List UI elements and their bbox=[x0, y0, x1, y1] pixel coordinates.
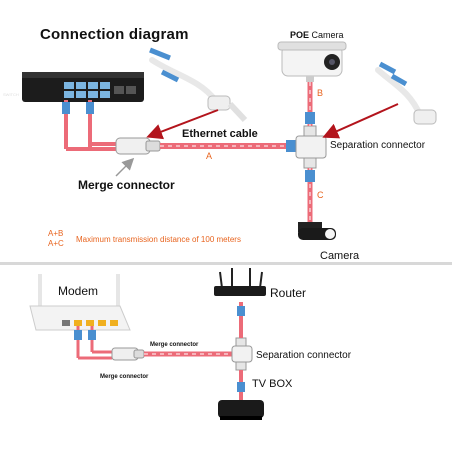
cable-c bbox=[305, 168, 315, 222]
panel-divider bbox=[0, 262, 452, 265]
switch-cables bbox=[62, 100, 118, 151]
separation-connector-bottom-label: Separation connector bbox=[256, 350, 352, 361]
router-image bbox=[214, 268, 266, 296]
router-label: Router bbox=[270, 286, 307, 300]
merge-connector-bottom-label-1: Merge connector bbox=[150, 342, 199, 348]
camera-bottom-label: Camera bbox=[320, 250, 360, 262]
top-diagram-panel: Connection diagram POE Camera SWITCH Eth… bbox=[3, 26, 437, 262]
modem-label: Modem bbox=[58, 284, 99, 298]
ethernet-cable-label: Ethernet cable bbox=[182, 128, 258, 140]
cable-b bbox=[305, 78, 315, 126]
poe-switch bbox=[22, 72, 144, 102]
separation-connector-top bbox=[295, 125, 327, 169]
bottom-diagram-panel: Modem Router Merge connector Merge conne… bbox=[0, 266, 452, 452]
merge-connector-top bbox=[115, 137, 161, 155]
segment-a-label: A bbox=[206, 151, 213, 161]
diagram-title: Connection diagram bbox=[40, 26, 189, 43]
splitter-cable-right bbox=[375, 61, 437, 125]
poe-camera-label: POE Camera bbox=[290, 30, 344, 40]
merge-connector-label: Merge connector bbox=[78, 178, 175, 192]
max-distance-note: Maximum transmission distance of 100 met… bbox=[76, 235, 241, 244]
merge-label-arrow bbox=[115, 157, 135, 177]
formula-a-plus-c: A+C bbox=[48, 239, 64, 248]
top-diagram-graphics bbox=[22, 41, 437, 240]
router-cable-plug bbox=[237, 306, 245, 316]
merge-connector-bottom bbox=[111, 347, 145, 361]
tv-box-image bbox=[218, 400, 264, 420]
splitter-cable-left bbox=[149, 47, 248, 123]
camera-bottom-image bbox=[298, 222, 336, 240]
separation-connector-arrow bbox=[322, 103, 399, 139]
ethernet-cable-a bbox=[160, 140, 296, 152]
separation-connector-label: Separation connector bbox=[330, 140, 426, 151]
bottom-diagram-graphics bbox=[29, 268, 266, 420]
formula-a-plus-b: A+B bbox=[48, 229, 64, 238]
poe-camera-image bbox=[277, 41, 347, 82]
segment-b-label: B bbox=[317, 88, 324, 98]
modem-cables bbox=[74, 326, 112, 360]
modem-image bbox=[29, 274, 131, 331]
separation-connector-bottom bbox=[231, 337, 253, 371]
tv-box-cable-plug bbox=[237, 382, 245, 392]
merge-connector-arrow bbox=[146, 109, 219, 140]
switch-brand-label: SWITCH bbox=[3, 92, 19, 97]
tv-box-label: TV BOX bbox=[252, 378, 293, 390]
merge-connector-bottom-label-2: Merge connector bbox=[100, 374, 149, 380]
segment-c-label: C bbox=[317, 190, 324, 200]
